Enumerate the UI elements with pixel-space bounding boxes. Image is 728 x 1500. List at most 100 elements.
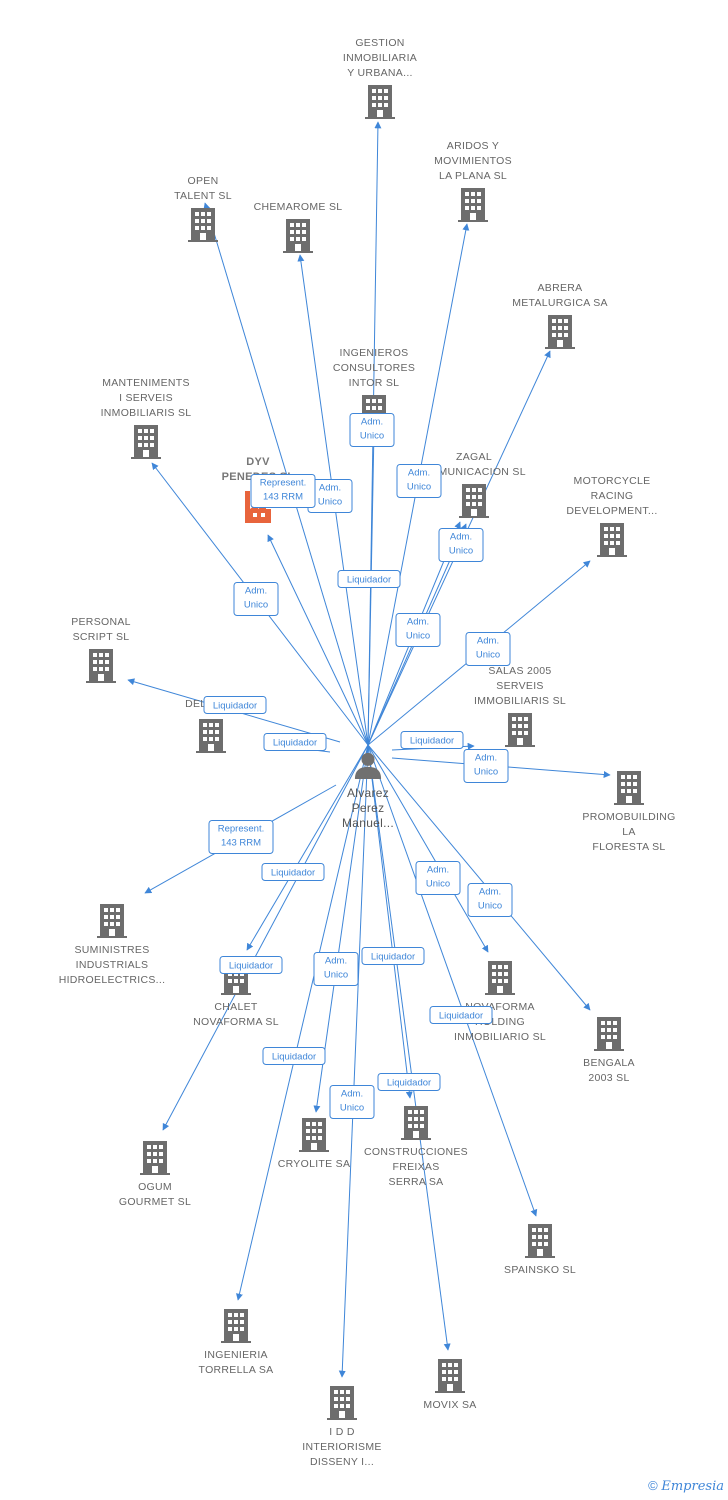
edge-label-text: Liquidador <box>410 736 454 747</box>
edge-label-delian[interactable]: Liquidador <box>263 733 327 751</box>
edge-label-cryolite[interactable]: Adm.Unico <box>313 952 359 986</box>
edge-label-abrera[interactable]: Adm.Unico <box>438 528 484 562</box>
edge-label-text: 143 RRM <box>263 492 303 503</box>
node-label: INMOBILIARIO SL <box>454 1031 546 1043</box>
footer-brand[interactable]: © Empresia <box>648 1478 724 1494</box>
edge-label-zagal[interactable]: Liquidador <box>337 570 401 588</box>
edge-label-dyv[interactable]: Represent. 143 RRM <box>250 474 316 508</box>
node-label: MOTORCYCLE <box>574 475 651 487</box>
node-label: MOVIMIENTOS <box>434 155 512 167</box>
edge-label-suministres[interactable]: Represent.143 RRM <box>208 820 274 854</box>
edge-label-text: Unico <box>324 970 348 981</box>
edge-label-text: Unico <box>478 901 502 912</box>
edge-label-spainsko[interactable]: Liquidador <box>429 1006 493 1024</box>
edge-to-chalet <box>246 744 369 951</box>
node-label: HIDROELECTRICS... <box>59 974 166 986</box>
edge-label-text: Adm. <box>477 636 499 647</box>
node-label: CRYOLITE SA <box>278 1158 351 1170</box>
node-suministres[interactable]: SUMINISTRESINDUSTRIALSHIDROELECTRICS... <box>59 904 166 986</box>
edge-label-text: Adm. <box>319 483 341 494</box>
edge-label-bengala[interactable]: Adm.Unico <box>467 883 513 917</box>
edge-label-novaforma[interactable]: Adm. Unico <box>415 861 461 895</box>
edge-to-bengala <box>367 744 591 1011</box>
building-icon <box>597 523 627 557</box>
building-icon <box>221 1309 251 1343</box>
edge-label-motorcycle[interactable]: Adm.Unico <box>465 632 511 666</box>
edge-label-personal[interactable]: Liquidador <box>203 696 267 714</box>
edge-label-text: Unico <box>426 879 450 890</box>
edge-label-text: Represent. <box>260 478 306 489</box>
edge-to-movix <box>367 744 451 1351</box>
node-spainsko[interactable]: SPAINSKO SL <box>504 1224 576 1276</box>
node-cryolite[interactable]: CRYOLITE SA <box>278 1118 351 1170</box>
node-label: FREIXAS <box>392 1161 439 1173</box>
edge-label-text: Liquidador <box>371 952 415 963</box>
building-icon <box>435 1359 465 1393</box>
edge-label-text: Adm. <box>407 617 429 628</box>
center-person[interactable]: AlvarezPerezManuel... <box>342 752 394 830</box>
node-label: LA PLANA SL <box>439 170 507 182</box>
edge-label-movix[interactable]: Liquidador <box>377 1073 441 1091</box>
building-icon <box>299 1118 329 1152</box>
building-icon <box>485 961 515 995</box>
node-movix[interactable]: MOVIX SA <box>423 1359 476 1411</box>
edge-label-zagal2[interactable]: Adm.Unico <box>395 613 441 647</box>
node-label: GOURMET SL <box>119 1196 191 1208</box>
person-icon <box>354 752 382 779</box>
edge-label-construcciones[interactable]: Liquidador <box>361 947 425 965</box>
edge-label-manteniments[interactable]: Adm.Unico <box>233 582 279 616</box>
edge-label-idd[interactable]: Adm.Unico <box>329 1085 375 1119</box>
edge-label-salas[interactable]: Liquidador <box>400 731 464 749</box>
edge-label-text: 143 RRM <box>221 838 261 849</box>
node-label: 2003 SL <box>588 1072 629 1084</box>
building-icon <box>327 1386 357 1420</box>
person-name: Manuel... <box>342 816 394 830</box>
person-name: Perez <box>352 801 385 815</box>
node-label: PROMOBUILDING <box>582 811 675 823</box>
node-label: DEVELOPMENT... <box>566 505 657 517</box>
node-label: SCRIPT SL <box>73 631 130 643</box>
node-chemarome[interactable]: CHEMAROME SL <box>254 201 343 253</box>
edge-label-ingenieros[interactable]: Adm.Unico <box>349 413 395 447</box>
node-label: OGUM <box>138 1181 172 1193</box>
building-icon <box>401 1106 431 1140</box>
edge-label-ogum[interactable]: Liquidador <box>219 956 283 974</box>
building-icon <box>140 1141 170 1175</box>
edge-label-aridos[interactable]: Adm.Unico <box>396 464 442 498</box>
edge-label-ingenieria[interactable]: Liquidador <box>262 1047 326 1065</box>
node-ogum[interactable]: OGUM GOURMET SL <box>119 1141 191 1208</box>
edge-to-spainsko <box>367 744 538 1217</box>
edge-label-promobuilding[interactable]: Adm.Unico <box>463 749 509 783</box>
edge-label-text: Liquidador <box>347 575 391 586</box>
edge-label-text: Unico <box>407 482 431 493</box>
building-icon <box>188 208 218 242</box>
edge-label-chalet[interactable]: Liquidador <box>261 863 325 881</box>
node-motorcycle[interactable]: MOTORCYCLERACINGDEVELOPMENT... <box>566 475 657 557</box>
node-label: GESTION <box>355 37 404 49</box>
node-label: METALURGICA SA <box>512 297 608 309</box>
node-label: MOVIX SA <box>423 1399 476 1411</box>
person-name: Alvarez <box>347 786 389 800</box>
node-label: LA <box>622 826 635 838</box>
node-label: INTERIORISME <box>302 1441 381 1453</box>
node-label: SPAINSKO SL <box>504 1264 576 1276</box>
copyright-icon: © <box>648 1478 658 1493</box>
edge-label-text: Adm. <box>475 753 497 764</box>
edge-label-text: Adm. <box>427 865 449 876</box>
